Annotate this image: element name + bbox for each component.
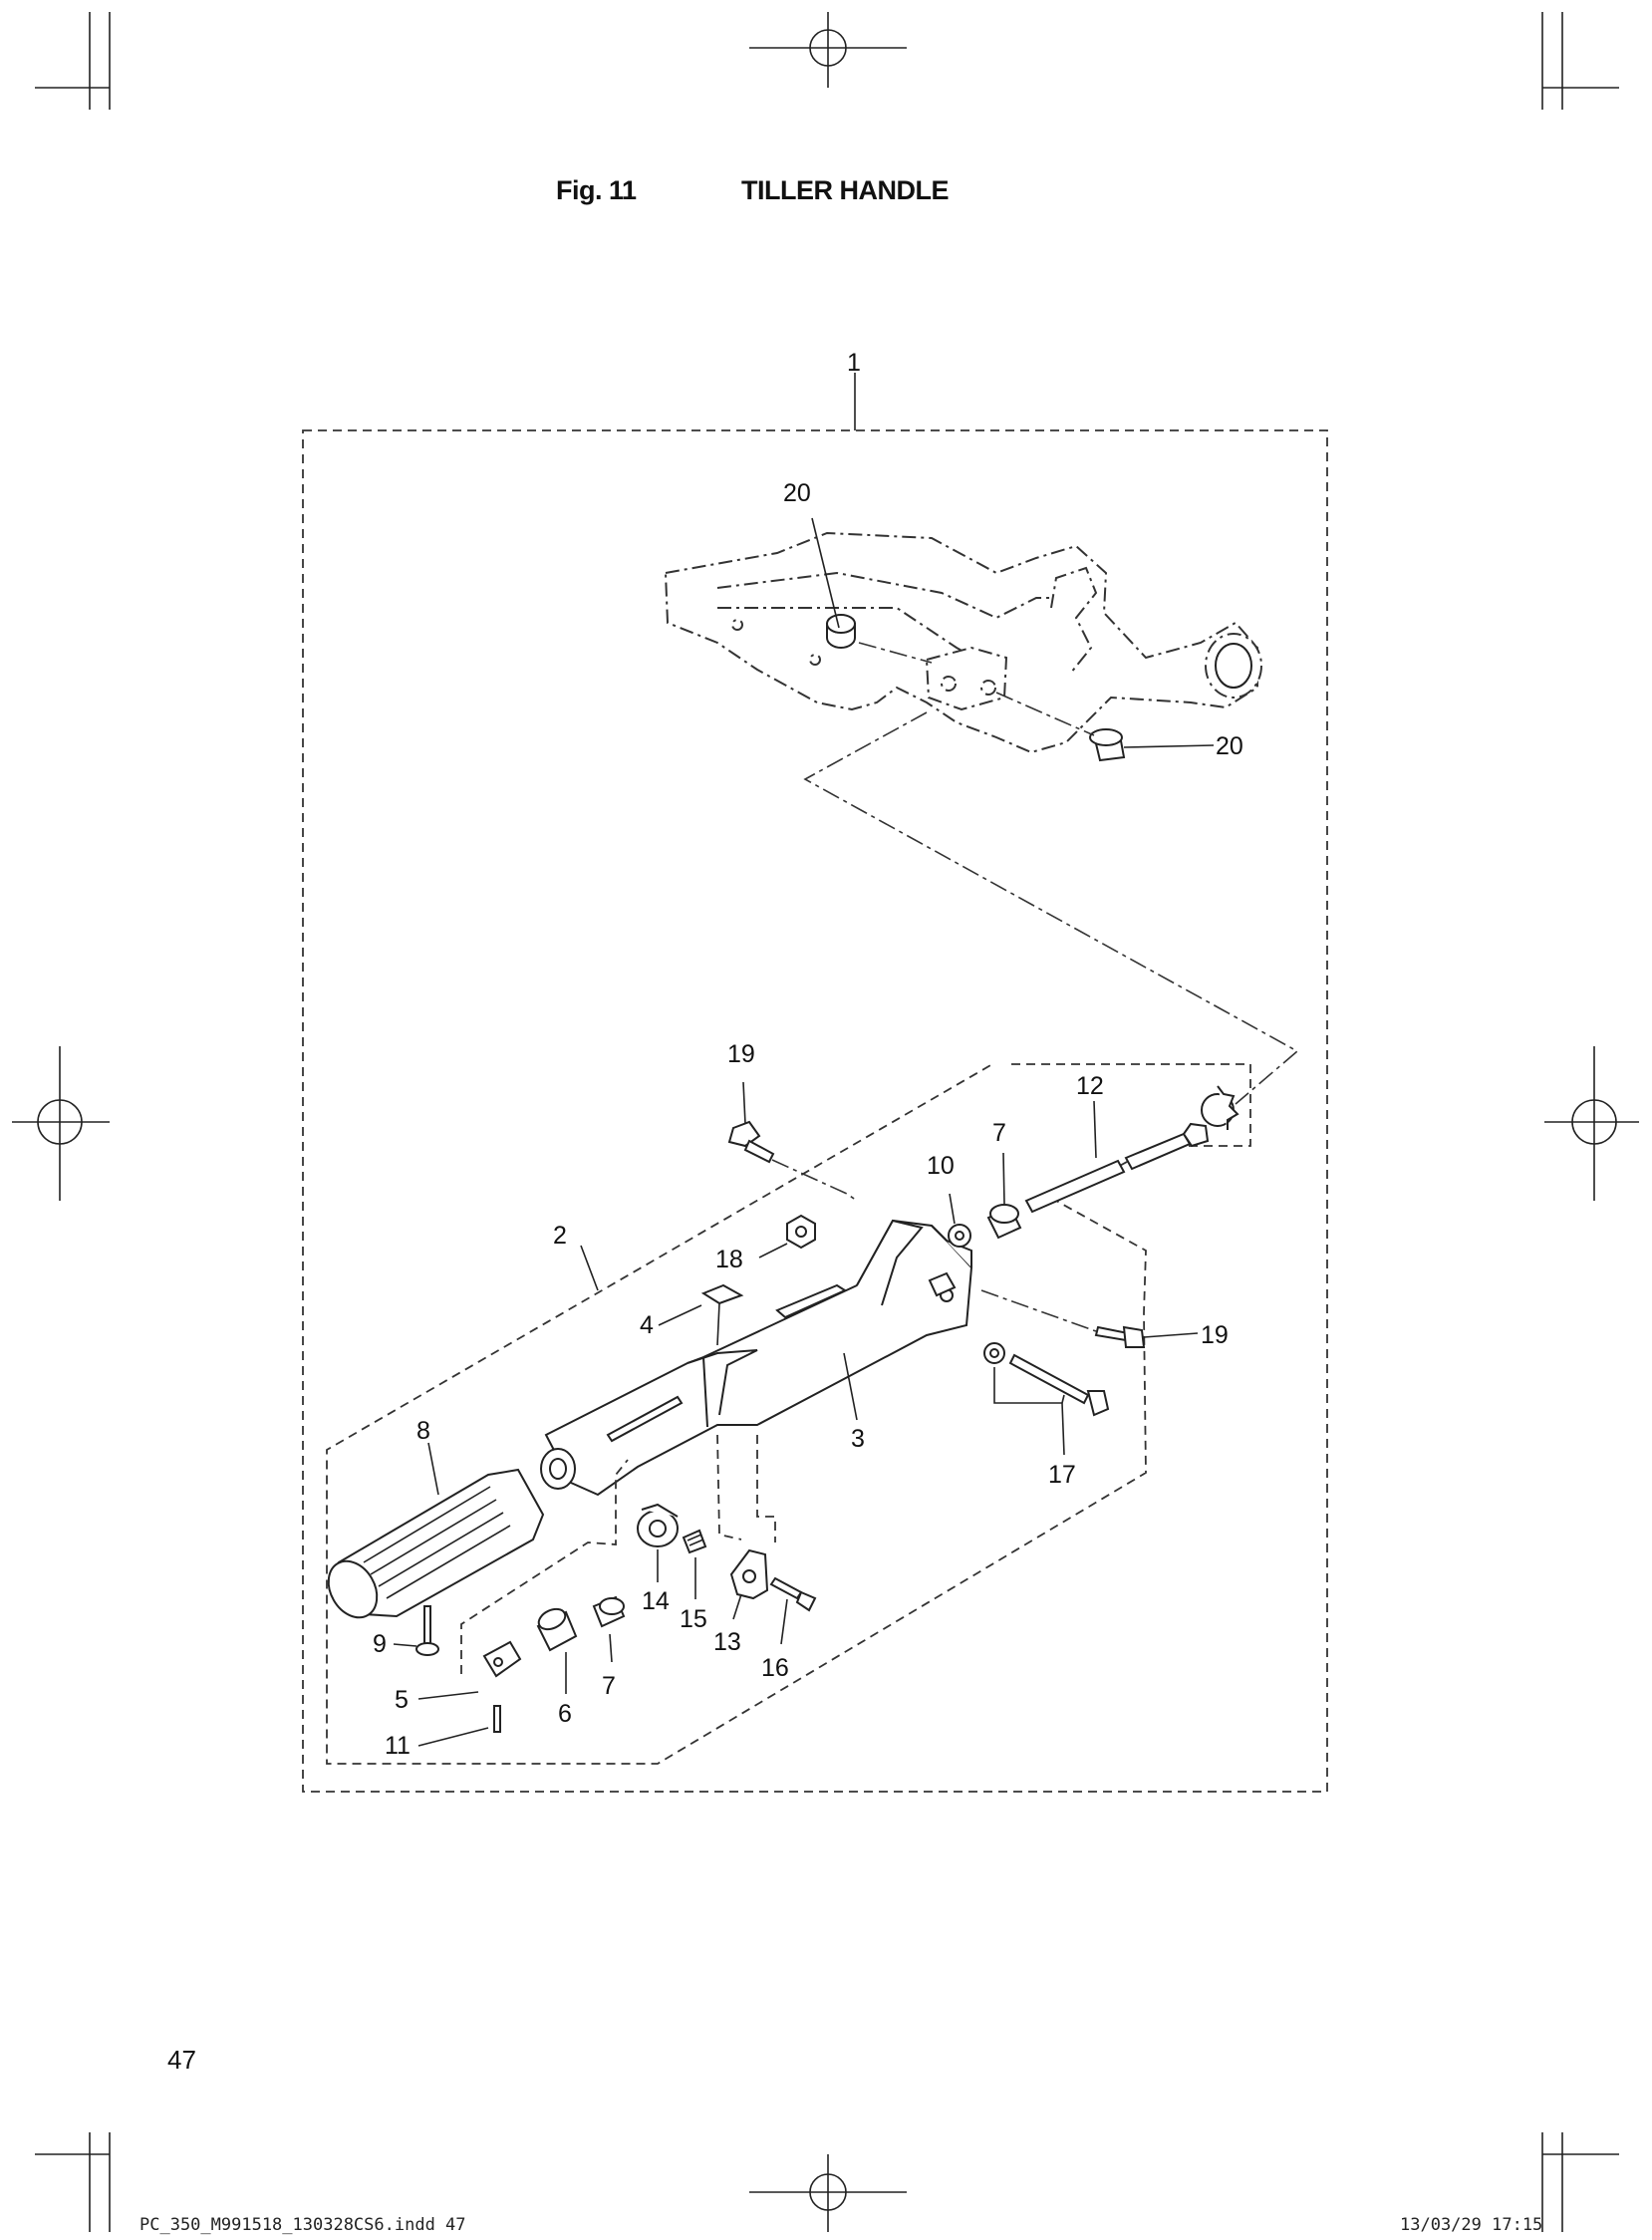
- throttle-grip-8: [327, 1468, 545, 1619]
- bolt-17: [1008, 1353, 1110, 1417]
- figure-number: Fig. 11: [556, 175, 637, 205]
- grip-link-line: [460, 1459, 629, 1674]
- collar-6: [536, 1607, 578, 1652]
- footer-filename: PC_350_M991518_130328CS6.indd 47: [139, 2215, 466, 2235]
- friction-piece-14: [637, 1503, 679, 1547]
- callout-12: 12: [1076, 1072, 1104, 1100]
- callout-16: 16: [761, 1654, 789, 1682]
- bracket-ghost: [664, 531, 1262, 754]
- callout-8: 8: [416, 1417, 430, 1445]
- washer-10: [948, 1224, 971, 1248]
- callout-3: 3: [851, 1425, 865, 1453]
- callout-7-upper: 7: [992, 1119, 1006, 1147]
- callout-18: 18: [715, 1246, 743, 1273]
- callout-7-lower: 7: [602, 1672, 616, 1700]
- assembly-boundary-1: [302, 429, 1328, 1793]
- callout-19-right: 19: [1201, 1321, 1229, 1349]
- bushing-20-top: [826, 614, 856, 649]
- page-number: 47: [167, 2045, 196, 2075]
- callout-20-top: 20: [783, 479, 811, 507]
- callout-14: 14: [642, 1587, 670, 1615]
- crop-marks: [12, 12, 1639, 2232]
- callout-20-right: 20: [1216, 732, 1243, 760]
- plate-4: [700, 1283, 744, 1305]
- callout-11: 11: [385, 1732, 411, 1760]
- throttle-link-5: [482, 1640, 522, 1678]
- pin-11: [493, 1705, 501, 1733]
- bolt-16: [769, 1576, 817, 1612]
- bolt-19-right-axis: [980, 1289, 1097, 1332]
- assembly-boundary-2: [326, 1063, 1251, 1765]
- callout-9: 9: [373, 1630, 387, 1658]
- clamp-13: [729, 1548, 769, 1600]
- callout-4: 4: [640, 1311, 654, 1339]
- callout-19-upper: 19: [727, 1040, 755, 1068]
- bolt-19-axis: [771, 1159, 858, 1202]
- bolt-19-upper: [727, 1120, 775, 1164]
- assembly-centerline: [803, 711, 1299, 1105]
- bushing-7-upper: [986, 1204, 1022, 1240]
- bolt-19-right: [1094, 1325, 1146, 1348]
- washer-17: [983, 1342, 1005, 1364]
- figure-title: TILLER HANDLE: [741, 175, 949, 205]
- callout-6: 6: [558, 1700, 572, 1728]
- nut-18: [786, 1214, 816, 1250]
- clamp-link-line: [716, 1434, 776, 1542]
- bushing-7-lower: [592, 1595, 626, 1628]
- callout-15: 15: [680, 1605, 707, 1633]
- bushing-20-right: [1089, 728, 1126, 762]
- screw-9: [415, 1605, 439, 1656]
- callout-5: 5: [395, 1686, 409, 1714]
- tiller-arm-3: [540, 1219, 973, 1497]
- callout-13: 13: [713, 1628, 741, 1656]
- callout-1: 1: [847, 349, 861, 377]
- callout-2: 2: [553, 1222, 567, 1250]
- throttle-shaft-12: [1024, 1085, 1239, 1214]
- callout-10: 10: [927, 1152, 955, 1180]
- callout-17: 17: [1048, 1461, 1076, 1489]
- spring-15: [682, 1529, 707, 1554]
- footer-timestamp: 13/03/29 17:15: [1400, 2215, 1543, 2235]
